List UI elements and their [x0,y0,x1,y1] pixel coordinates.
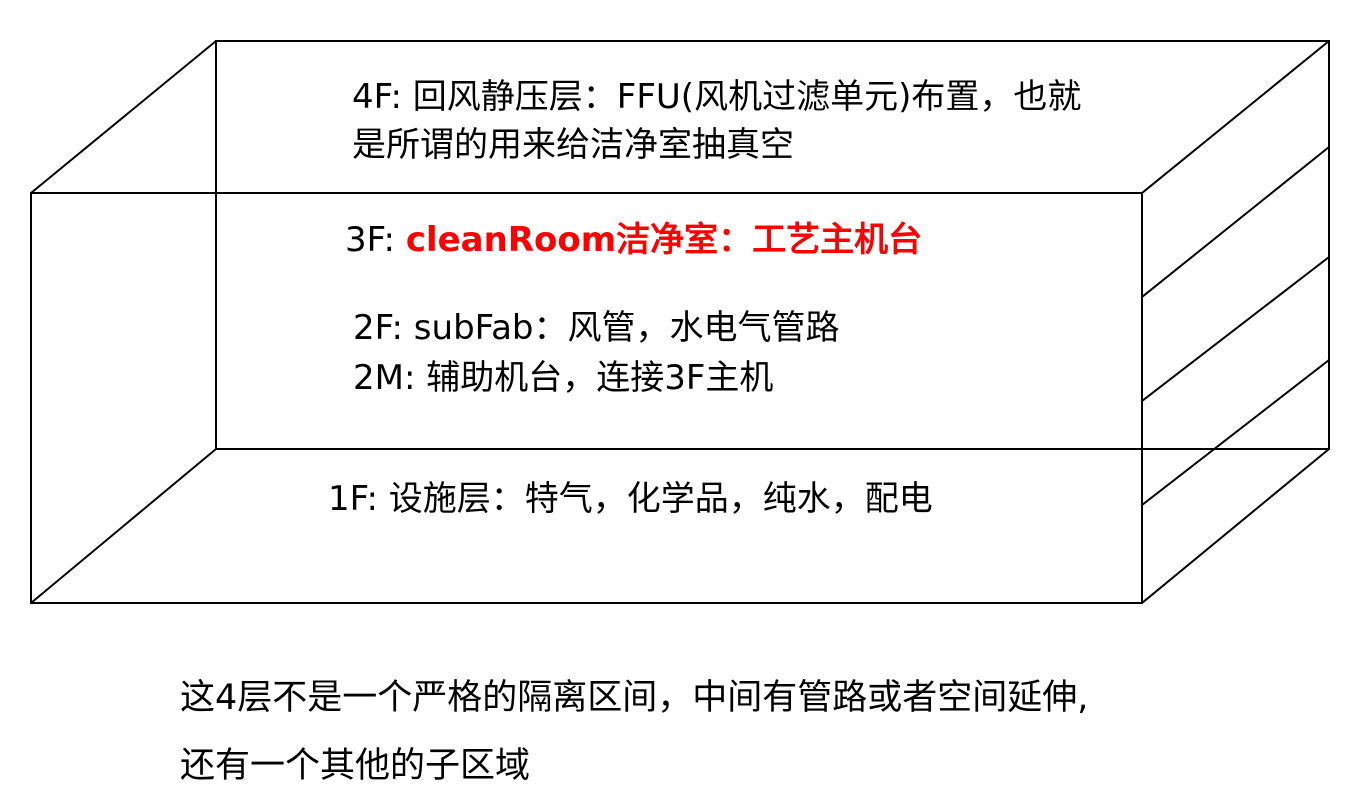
floor-1f-label: 1F: 设施层：特气，化学品，纯水，配电 [328,479,933,519]
note-line1: 这4层不是一个严格的隔离区间，中间有管路或者空间延伸, [180,678,1089,718]
floor-4f-label-line1: 4F: 回风静压层：FFU(风机过滤单元)布置，也就 [352,77,1082,117]
edge-top-left [30,40,217,194]
side-divider-2 [1141,256,1330,402]
note-line2: 还有一个其他的子区域 [180,746,531,786]
floor-2m-label: 2M: 辅助机台，连接3F主机 [353,358,774,398]
side-divider-1 [1141,146,1330,298]
floor-3f-prefix: 3F: [345,220,406,260]
floor-2f-label: 2F: subFab：风管，水电气管路 [353,308,840,348]
floor-4f-label-line2: 是所谓的用来给洁净室抽真空 [352,125,794,165]
floor-3f-cleanroom: cleanRoom洁净室：工艺主机台 [405,220,923,260]
edge-bottom-right [1141,448,1330,604]
edge-top-right [1141,40,1330,194]
floor-3f-label: 3F: cleanRoom洁净室：工艺主机台 [345,219,922,261]
front-face [30,192,1143,604]
edge-bottom-left [30,448,217,604]
back-face [215,40,1330,450]
side-divider-3 [1141,359,1330,506]
